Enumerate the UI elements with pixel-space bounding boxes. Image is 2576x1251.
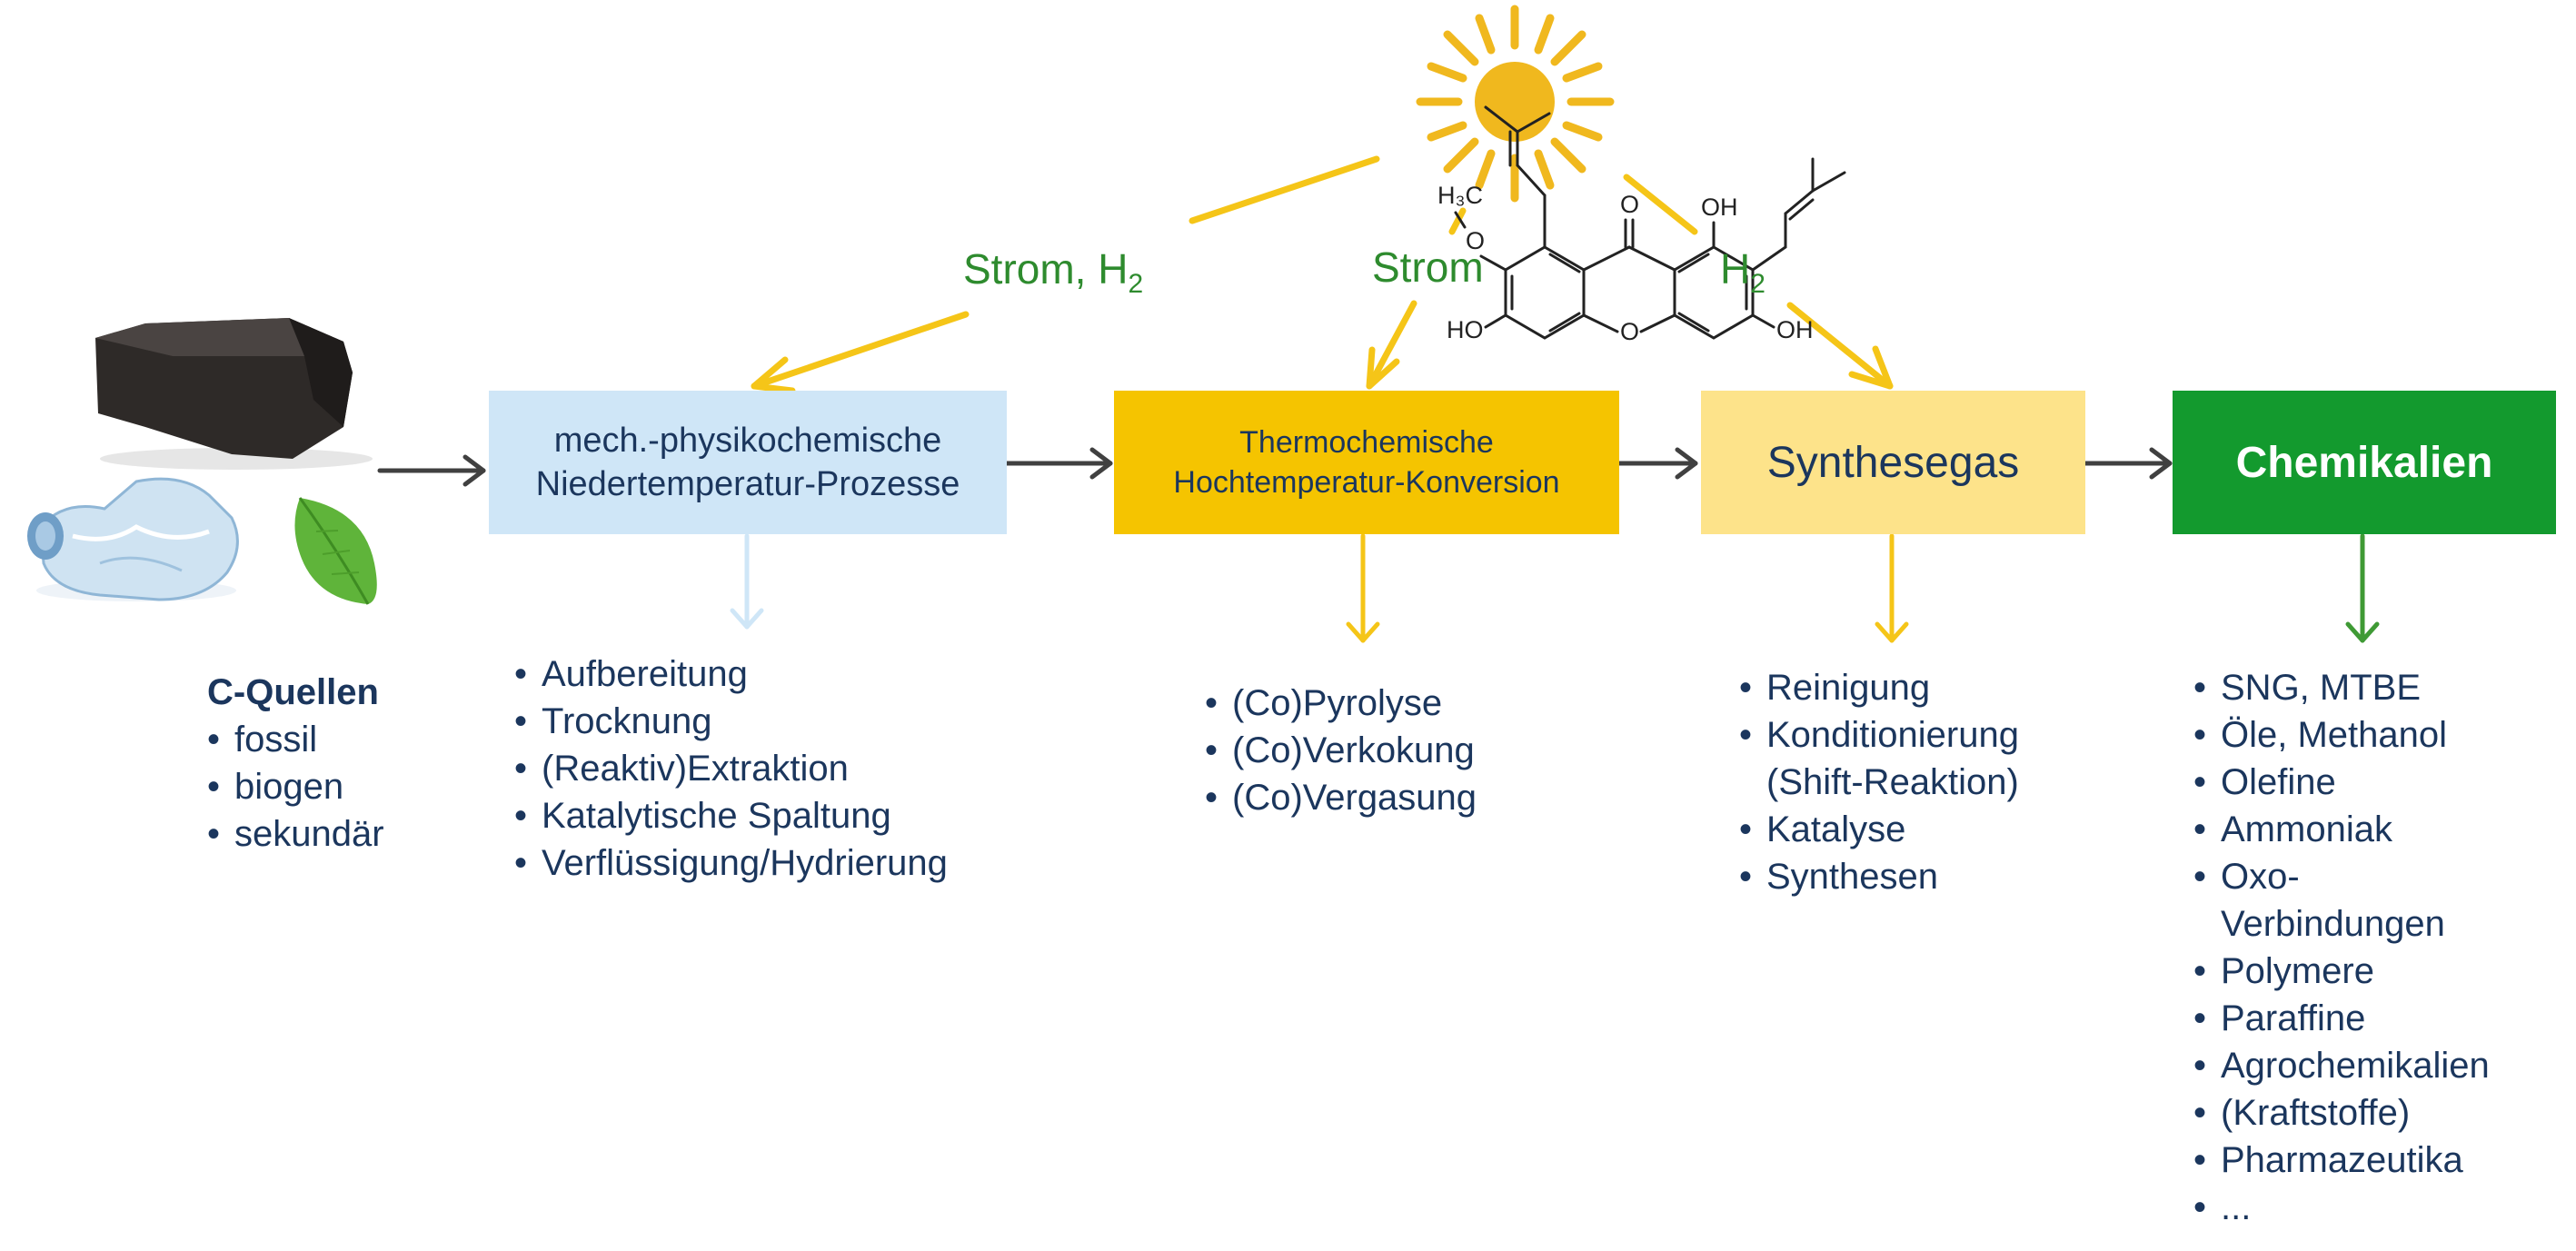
sources-block: C-Quellen fossil biogen sekundär: [207, 669, 384, 858]
box-synthesegas-label: Synthesegas: [1766, 438, 2020, 487]
mol-label-h3c: H₃C: [1437, 182, 1483, 209]
list-item: sekundär: [207, 810, 384, 858]
list-item: Verflüssigung/Hydrierung: [514, 839, 948, 887]
mol-label-oh-top: OH: [1701, 194, 1738, 221]
box-chemikalien-label: Chemikalien: [2235, 438, 2493, 487]
label-strom: Strom: [1372, 243, 1484, 291]
leaf-icon: [294, 497, 377, 605]
mol-label-ho-left: HO: [1447, 316, 1484, 343]
mol-label-o-ring: O: [1620, 318, 1640, 345]
synthesegas-list: Reinigung Konditionierung (Shift-Reaktio…: [1739, 664, 2103, 900]
list-item: Synthesen: [1739, 853, 2103, 900]
label-strom-text: Strom: [1372, 243, 1484, 291]
list-item: Katalyse: [1739, 806, 2103, 853]
list-item: Polymere: [2193, 948, 2557, 995]
list-item: (Reaktiv)Extraktion: [514, 745, 948, 792]
list-item: (Co)Verkokung: [1205, 727, 1477, 774]
box-mech-line2: Niedertemperatur-Prozesse: [535, 465, 960, 503]
thermo-process-list: (Co)Pyrolyse (Co)Verkokung (Co)Vergasung: [1205, 680, 1477, 821]
mol-label-o-methoxy: O: [1466, 227, 1486, 254]
label-strom-h2: Strom, H2: [963, 245, 1143, 308]
down-arrows: [730, 533, 2380, 643]
list-item: (Kraftstoffe): [2193, 1089, 2557, 1137]
box-thermo-line1: Thermochemische: [1239, 425, 1494, 460]
process-arrows: [377, 447, 2173, 487]
list-item: Agrochemikalien: [2193, 1042, 2557, 1089]
plastic-bottle-image: [27, 477, 239, 601]
list-item: biogen: [207, 763, 384, 810]
label-h2-sub: 2: [1750, 269, 1765, 300]
coal-image: [95, 318, 373, 470]
list-item: Paraffine: [2193, 995, 2557, 1042]
list-item: SNG, MTBE: [2193, 664, 2557, 711]
list-item: Katalytische Spaltung: [514, 792, 948, 839]
box-mech-line1: mech.-physikochemische: [553, 422, 942, 460]
list-item: Oxo-Verbindungen: [2193, 853, 2475, 948]
list-item: (Co)Vergasung: [1205, 774, 1477, 821]
sun-arrows: [751, 155, 1894, 394]
list-item: fossil: [207, 716, 384, 763]
list-item: Aufbereitung: [514, 650, 948, 698]
list-item: Pharmazeutika: [2193, 1137, 2557, 1184]
list-item: Öle, Methanol: [2193, 711, 2557, 759]
label-h2-text: H: [1720, 245, 1751, 293]
box-synthesegas: Synthesegas: [1701, 391, 2085, 534]
box-thermo-process: Thermochemische Hochtemperatur-Konversio…: [1114, 391, 1619, 534]
label-strom-h2-sub: 2: [1128, 269, 1144, 300]
sources-heading: C-Quellen: [207, 672, 379, 712]
label-h2: H2: [1720, 245, 1765, 308]
list-item: (Co)Pyrolyse: [1205, 680, 1477, 727]
box-thermo-line2: Hochtemperatur-Konversion: [1173, 465, 1560, 500]
label-strom-h2-text: Strom, H: [963, 245, 1129, 293]
mol-label-oh-right: OH: [1776, 316, 1814, 343]
sun-icon: [1416, 5, 1615, 203]
chemikalien-list: SNG, MTBE Öle, Methanol Olefine Ammoniak…: [2193, 664, 2557, 1231]
mol-label-o-carbonyl: O: [1620, 191, 1640, 218]
list-item: Konditionierung (Shift-Reaktion): [1739, 711, 2103, 806]
list-item: Trocknung: [514, 698, 948, 745]
box-mech-process: mech.-physikochemische Niedertemperatur-…: [489, 391, 1007, 534]
list-item: Reinigung: [1739, 664, 2103, 711]
sources-list: fossil biogen sekundär: [207, 716, 384, 858]
list-item: ...: [2193, 1184, 2557, 1231]
mech-process-list: Aufbereitung Trocknung (Reaktiv)Extrakti…: [514, 650, 948, 887]
list-item: Olefine: [2193, 759, 2557, 806]
list-item: Ammoniak: [2193, 806, 2557, 853]
molecule-structure: [1454, 105, 1846, 340]
box-chemikalien: Chemikalien: [2173, 391, 2556, 534]
